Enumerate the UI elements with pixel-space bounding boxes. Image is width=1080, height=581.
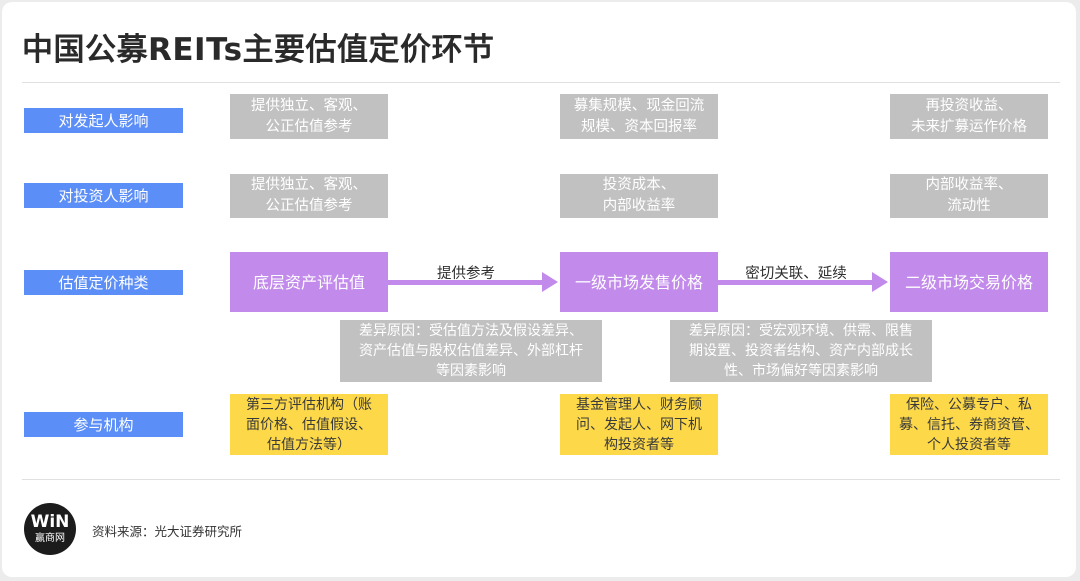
issuer-impact-primary: 募集规模、现金回流 规模、资本回报率 [560, 94, 718, 139]
logo-name: 赢商网 [35, 533, 65, 544]
row-label-valuation: 估值定价种类 [24, 270, 183, 295]
investor-impact-secondary: 内部收益率、 流动性 [890, 174, 1048, 218]
valuation-primary: 一级市场发售价格 [560, 252, 718, 312]
arrow-label-linked: 密切关联、延续 [745, 266, 847, 282]
source-note: 资料来源：光大证券研究所 [92, 524, 243, 539]
row-label-investor: 对投资人影响 [24, 183, 183, 208]
footer-divider [22, 479, 1060, 480]
arrow-line-2 [718, 280, 874, 285]
issuer-impact-appraisal: 提供独立、客观、 公正估值参考 [230, 94, 388, 139]
row-label-institutions: 参与机构 [24, 412, 183, 437]
arrow-label-reference: 提供参考 [437, 266, 495, 282]
title-divider [22, 82, 1060, 83]
valuation-secondary: 二级市场交易价格 [890, 252, 1048, 312]
investor-impact-primary: 投资成本、 内部收益率 [560, 174, 718, 218]
investor-impact-appraisal: 提供独立、客观、 公正估值参考 [230, 174, 388, 218]
arrow-line-1 [388, 280, 544, 285]
institutions-appraisal: 第三方评估机构（账 面价格、估值假设、 估值方法等） [230, 394, 388, 455]
difference-reason-1: 差异原因：受估值方法及假设差异、 资产估值与股权估值差异、外部杠杆 等因素影响 [340, 320, 602, 382]
institutions-secondary: 保险、公募专户、私 募、信托、券商资管、 个人投资者等 [890, 394, 1048, 455]
issuer-impact-secondary: 再投资收益、 未来扩募运作价格 [890, 94, 1048, 139]
institutions-primary: 基金管理人、财务顾 问、发起人、网下机 构投资者等 [560, 394, 718, 455]
difference-reason-2: 差异原因：受宏观环境、供需、限售 期设置、投资者结构、资产内部成长 性、市场偏好… [670, 320, 932, 382]
arrow-head-1 [542, 272, 558, 292]
arrow-head-2 [872, 272, 888, 292]
row-label-issuer: 对发起人影响 [24, 108, 183, 133]
valuation-appraisal: 底层资产评估值 [230, 252, 388, 312]
winshang-logo: WiN 赢商网 [24, 503, 76, 555]
page-title: 中国公募REITs主要估值定价环节 [22, 32, 495, 68]
logo-mark: WiN [30, 512, 70, 532]
